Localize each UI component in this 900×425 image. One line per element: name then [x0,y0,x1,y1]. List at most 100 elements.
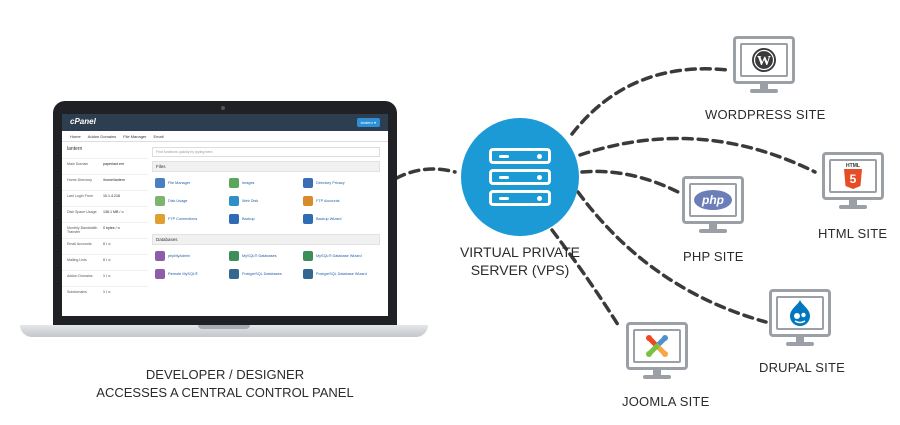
stat-key: Mailing Lists [67,258,87,262]
vps-caption-line2: SERVER (VPS) [470,262,570,278]
item-label: Remote MySQL® [168,272,198,276]
drupal-icon [790,300,810,326]
images-link[interactable]: Images [229,178,303,188]
cpanel-nav: Home Addon Domains File Manager Email [62,131,388,142]
monitor-foot [750,89,778,93]
joomla-monitor [626,322,688,370]
disk-usage-link[interactable]: Disk Usage [155,196,229,206]
item-label: PostgreSQL Databases [242,272,282,276]
cpanel-header: cPanel lantern ▾ [62,114,388,131]
stat-value: /home/lantern [103,178,125,182]
mysql-icon [229,251,239,261]
postgresql-databases-link[interactable]: PostgreSQL Databases [229,269,303,279]
databases-section: Databases phpMyAdmin MySQL® Databases My… [152,234,380,285]
postgresql-icon [229,269,239,279]
nav-home[interactable]: Home [70,133,81,139]
monitor-foot [839,205,867,209]
phpmyadmin-icon [155,251,165,261]
monitor-stand [796,337,804,343]
item-label: File Manager [168,181,191,185]
monitor-stand [760,84,768,90]
item-label: phpMyAdmin [168,254,191,258]
web-disk-link[interactable]: Web Disk [229,196,303,206]
html-monitor: HTML 5 [822,152,884,200]
laptop-notch [198,325,250,329]
html-label: HTML SITE [818,226,888,241]
backup-link[interactable]: Backup [229,214,303,224]
postgresql-wizard-link[interactable]: PostgreSQL Database Wizard [303,269,377,279]
item-label: Web Disk [242,199,259,203]
item-label: PostgreSQL Database Wizard [316,272,367,276]
stat-row: Mailing Lists 0 / ∞ [62,254,148,270]
stat-key: Disk Space Usage [67,210,97,214]
stat-value: 136.1 MB / ∞ [103,210,124,214]
link-vps-php [580,169,680,194]
phpmyadmin-link[interactable]: phpMyAdmin [155,251,229,261]
stat-key: Email Accounts [67,242,92,246]
stat-value: 0 / ∞ [103,242,111,246]
stat-row: Home Directory/home/lantern [62,174,148,190]
laptop-camera [221,106,225,110]
link-vps-html [578,136,817,174]
item-label: MySQL® Database Wizard [316,254,362,258]
item-label: MySQL® Databases [242,254,277,258]
web-disk-icon [229,196,239,206]
stat-value: 10.1.4.216 [103,194,120,198]
search-input[interactable]: Find functions quickly by typing here. [152,147,380,157]
joomla-label: JOOMLA SITE [622,394,710,409]
directory-privacy-link[interactable]: Directory Privacy [303,178,377,188]
stat-key: Addon Domains [67,274,93,278]
vps-server-circle [461,118,579,236]
svg-text:W: W [757,54,771,69]
developer-caption-line2: ACCESSES A CENTRAL CONTROL PANEL [96,385,354,400]
stat-value: 0 / ∞ [103,258,111,262]
stat-row: Monthly Bandwidth Transfer 0 bytes / ∞ [62,222,148,238]
item-label: Images [242,181,255,185]
joomla-icon [646,335,668,357]
file-manager-icon [155,178,165,188]
drupal-monitor [769,289,831,337]
monitor-foot [643,375,671,379]
images-icon [229,178,239,188]
developer-caption: DEVELOPER / DESIGNER ACCESSES A CENTRAL … [60,366,390,402]
server-unit [489,169,551,185]
user-menu-button[interactable]: lantern ▾ [356,118,380,127]
wordpress-icon: W [752,48,776,72]
username: lantern [67,146,83,152]
stat-value: 0 bytes / ∞ [103,226,121,230]
remote-mysql-link[interactable]: Remote MySQL® [155,269,229,279]
ftp-accounts-link[interactable]: FTP Accounts [303,196,377,206]
item-label: Backup Wizard [316,217,342,221]
nav-email[interactable]: Email [153,133,164,139]
ftp-accounts-icon [303,196,313,206]
mysql-databases-link[interactable]: MySQL® Databases [229,251,303,261]
monitor-stand [709,224,717,230]
mysql-wizard-link[interactable]: MySQL® Database Wizard [303,251,377,261]
item-label: FTP Accounts [316,199,340,203]
item-label: Directory Privacy [316,181,345,185]
php-icon: php [694,190,732,210]
link-vps-drupal [576,190,768,324]
disk-usage-icon [155,196,165,206]
monitor-stand [653,370,661,376]
stat-value: 1 / ∞ [103,290,111,294]
developer-caption-line1: DEVELOPER / DESIGNER [145,367,305,382]
stat-key: Main Domain [67,162,89,166]
cpanel-logo: cPanel [70,117,96,126]
file-manager-link[interactable]: File Manager [155,178,229,188]
ftp-connections-icon [155,214,165,224]
backup-icon [229,214,239,224]
nav-file-manager[interactable]: File Manager [123,133,147,139]
php-logo-text: php [701,193,724,207]
nav-addon-domains[interactable]: Addon Domains [87,133,117,139]
ftp-connections-link[interactable]: FTP Connections [155,214,229,224]
backup-wizard-link[interactable]: Backup Wizard [303,214,377,224]
server-unit [489,148,551,164]
remote-mysql-icon [155,269,165,279]
stat-key: Monthly Bandwidth Transfer [67,226,98,234]
